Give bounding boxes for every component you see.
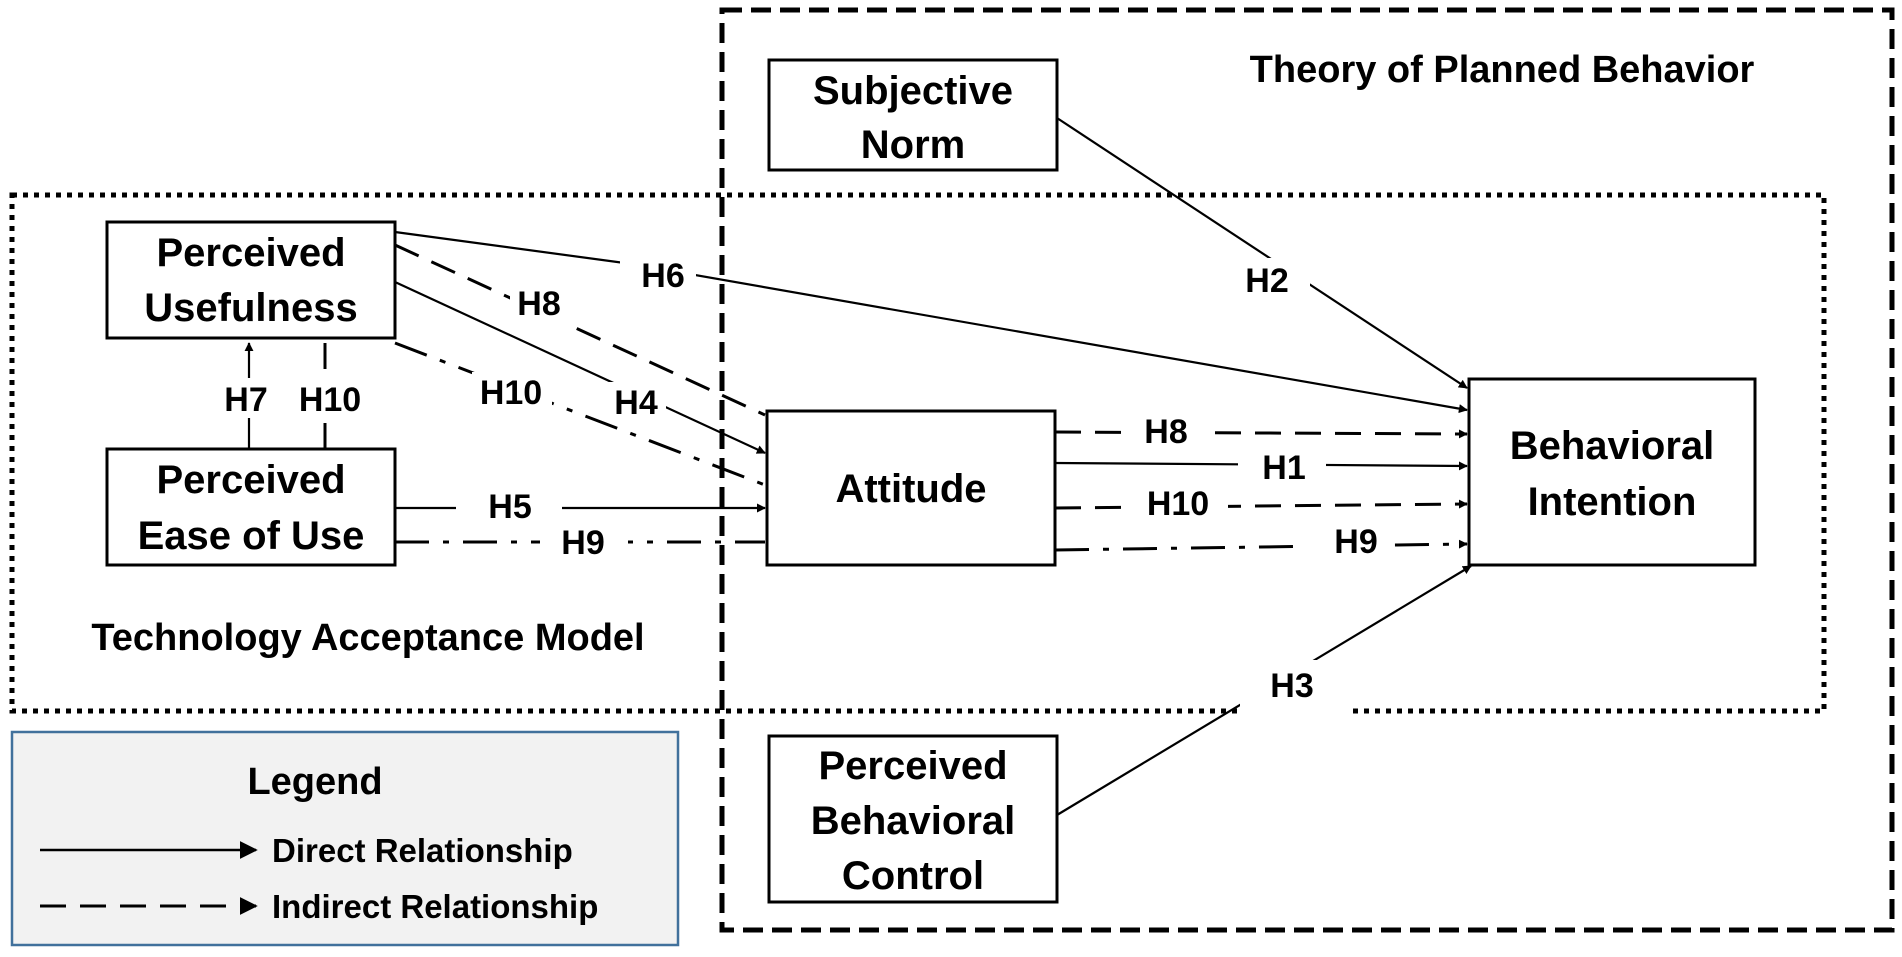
label-h3: H3 bbox=[1270, 667, 1313, 705]
label-h2: H2 bbox=[1245, 262, 1288, 300]
legend-title: Legend bbox=[247, 761, 382, 803]
tpb-region-label: Theory of Planned Behavior bbox=[1250, 49, 1755, 91]
legend-box bbox=[10, 730, 680, 947]
svg-text:Norm: Norm bbox=[861, 123, 965, 167]
label-h10-pu: H10 bbox=[480, 374, 542, 412]
label-h9-bi: H9 bbox=[1334, 523, 1377, 561]
label-h6: H6 bbox=[641, 257, 684, 295]
edge-h10-pu bbox=[394, 341, 766, 487]
node-subjective-norm: Subjective Norm bbox=[767, 58, 1059, 172]
svg-text:Usefulness: Usefulness bbox=[144, 286, 357, 330]
edge-h4 bbox=[394, 281, 766, 454]
legend: Legend Direct Relationship Indirect Rela… bbox=[10, 730, 680, 947]
svg-text:Intention: Intention bbox=[1528, 480, 1697, 524]
label-h4: H4 bbox=[614, 384, 658, 422]
label-h10-bi: H10 bbox=[1147, 485, 1209, 523]
svg-text:Perceived: Perceived bbox=[156, 231, 345, 275]
label-h5: H5 bbox=[488, 488, 531, 526]
tam-region-border bbox=[9, 192, 1827, 714]
edge-h8-bi bbox=[1054, 429, 1468, 439]
svg-text:Attitude: Attitude bbox=[835, 467, 986, 511]
svg-text:Behavioral: Behavioral bbox=[811, 799, 1016, 843]
svg-text:Subjective: Subjective bbox=[813, 69, 1013, 113]
edge-h9-bi bbox=[1054, 539, 1468, 552]
svg-text:Ease of Use: Ease of Use bbox=[138, 514, 365, 558]
node-perceived-ease-of-use: Perceived Ease of Use bbox=[105, 447, 397, 567]
edge-h2 bbox=[1056, 117, 1468, 389]
tam-region-label: Technology Acceptance Model bbox=[91, 617, 644, 659]
label-h10-vertical: H10 bbox=[299, 381, 361, 419]
label-h1: H1 bbox=[1262, 449, 1305, 487]
label-h8-bi: H8 bbox=[1144, 413, 1187, 451]
node-behavioral-intention: Behavioral Intention bbox=[1467, 377, 1757, 567]
svg-text:Perceived: Perceived bbox=[156, 458, 345, 502]
edge-h10-bi bbox=[1054, 499, 1468, 510]
node-attitude: Attitude bbox=[765, 409, 1057, 567]
legend-indirect-label: Indirect Relationship bbox=[272, 888, 598, 925]
label-h9-peou: H9 bbox=[561, 524, 604, 562]
node-perceived-behavioral-control: Perceived Behavioral Control bbox=[767, 734, 1059, 904]
node-perceived-usefulness: Perceived Usefulness bbox=[105, 220, 397, 340]
svg-text:Control: Control bbox=[842, 854, 984, 898]
label-h8-pu: H8 bbox=[517, 285, 560, 323]
legend-direct-label: Direct Relationship bbox=[272, 832, 573, 869]
svg-text:Behavioral: Behavioral bbox=[1510, 424, 1715, 468]
edge-h8-pu bbox=[394, 243, 766, 417]
svg-text:Perceived: Perceived bbox=[818, 744, 1007, 788]
label-h7: H7 bbox=[224, 381, 267, 419]
